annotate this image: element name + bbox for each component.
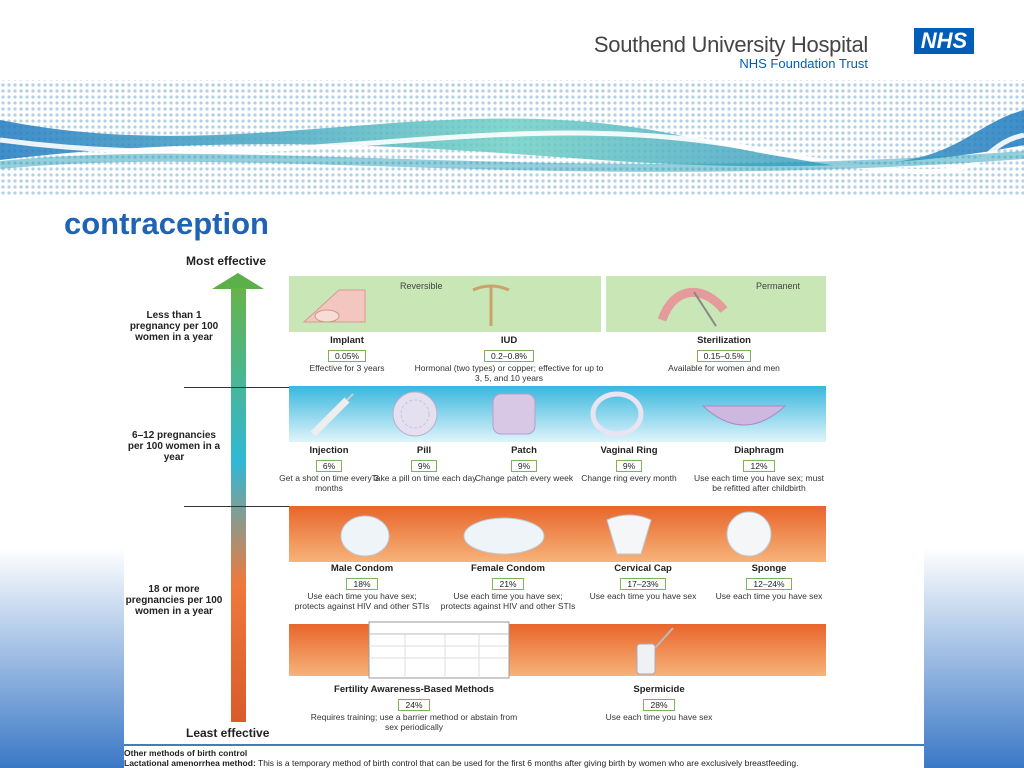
footer-title: Other methods of birth control [124, 748, 248, 758]
wave-banner [0, 80, 1024, 195]
method-sterilization: Sterilization 0.15–0.5% Available for wo… [644, 335, 804, 374]
implant-icon [302, 289, 366, 323]
failure-rate: 17–23% [620, 578, 666, 590]
tier-2-band [289, 386, 826, 442]
method-patch: Patch 9% Change patch every week [469, 445, 579, 484]
arrow-head-icon [212, 273, 264, 289]
pill-pack-icon [392, 391, 438, 437]
footer-lam-label: Lactational amenorrhea method: [124, 758, 256, 768]
method-description: Get a shot on time every 3 months [279, 473, 379, 493]
method-pill: Pill 9% Take a pill on time each day [369, 445, 479, 484]
method-vaginal-ring: Vaginal Ring 9% Change ring every month [574, 445, 684, 484]
method-name: Implant [330, 335, 364, 346]
least-effective-label: Least effective [186, 726, 270, 740]
method-iud: IUD 0.2–0.8% Hormonal (two types) or cop… [414, 335, 604, 383]
failure-rate: 9% [510, 460, 538, 472]
most-effective-label: Most effective [186, 254, 267, 268]
failure-rate: 12–24% [746, 578, 792, 590]
method-cervical-cap: Cervical Cap 17–23% Use each time you ha… [578, 563, 708, 602]
method-injection: Injection 6% Get a shot on time every 3 … [274, 445, 384, 493]
hospital-logo: Southend University Hospital NHS Foundat… [594, 26, 974, 76]
injection-icon [310, 393, 354, 437]
method-description: Use each time you have sex [605, 712, 713, 722]
tier-label-3: 18 or more pregnancies per 100 women in … [125, 584, 223, 617]
method-name: Vaginal Ring [600, 445, 658, 456]
failure-rate: 9% [615, 460, 643, 472]
sterilization-icon [657, 288, 728, 327]
method-name: Male Condom [330, 563, 394, 574]
vaginal-ring-icon [590, 391, 644, 437]
tier-separator [184, 506, 290, 507]
method-description: Hormonal (two types) or copper; effectiv… [414, 363, 604, 383]
failure-rate: 24% [398, 699, 430, 711]
method-description: Use each time you have sex [589, 591, 697, 601]
failure-rate: 9% [410, 460, 438, 472]
nhs-badge: NHS [914, 28, 974, 54]
permanent-band: Permanent [606, 276, 826, 332]
method-name: Patch [511, 445, 537, 456]
method-description: Take a pill on time each day [371, 473, 477, 483]
female-condom-icon [463, 517, 545, 555]
tier-4-band [289, 621, 826, 679]
diaphragm-icon [701, 405, 787, 426]
method-name: Fertility Awareness-Based Methods [334, 684, 494, 695]
method-name: Diaphragm [734, 445, 784, 456]
method-description: Use each time you have sex; must be refi… [694, 473, 824, 493]
method-description: Change ring every month [581, 473, 677, 483]
fertility-calendar-icon [368, 621, 510, 679]
method-female-condom: Female Condom 21% Use each time you have… [438, 563, 578, 611]
method-sponge: Sponge 12–24% Use each time you have sex [704, 563, 834, 602]
failure-rate: 18% [346, 578, 378, 590]
failure-rate: 28% [643, 699, 675, 711]
tier-label-1: Less than 1 pregnancy per 100 women in a… [129, 310, 219, 343]
method-name: Sterilization [697, 335, 751, 346]
method-name: Injection [309, 445, 349, 456]
footer-lam-text: This is a temporary method of birth cont… [258, 758, 799, 768]
method-name: Female Condom [471, 563, 545, 574]
method-description: Change patch every week [474, 473, 574, 483]
method-description: Use each time you have sex; protects aga… [294, 591, 430, 611]
method-description: Available for women and men [668, 363, 780, 373]
footer-lam-line: Lactational amenorrhea method: This is a… [124, 758, 924, 768]
method-name: Pill [416, 445, 432, 456]
hospital-name: Southend University Hospital [593, 32, 868, 57]
contraception-effectiveness-chart: Most effective Least effective Less than… [124, 254, 924, 768]
failure-rate: 21% [492, 578, 524, 590]
failure-rate: 12% [743, 460, 775, 472]
method-name: IUD [500, 335, 518, 346]
method-description: Requires training; use a barrier method … [310, 712, 518, 732]
permanent-label: Permanent [756, 281, 801, 291]
tier-separator [184, 387, 290, 388]
failure-rate: 0.05% [327, 350, 367, 362]
method-diaphragm: Diaphragm 12% Use each time you have sex… [694, 445, 824, 493]
iud-icon [472, 284, 510, 326]
method-name: Sponge [751, 563, 787, 574]
reversible-band: Reversible [289, 276, 601, 332]
cervical-cap-icon [606, 514, 652, 555]
tier-label-2: 6–12 pregnancies per 100 women in a year [127, 430, 221, 463]
sponge-icon [726, 511, 772, 557]
failure-rate: 6% [315, 460, 343, 472]
method-description: Use each time you have sex [715, 591, 823, 601]
trust-name: NHS Foundation Trust [739, 56, 868, 71]
method-description: Effective for 3 years [309, 363, 385, 373]
male-condom-icon [340, 515, 390, 557]
slide-title: contraception [64, 206, 269, 241]
method-fertility-awareness: Fertility Awareness-Based Methods 24% Re… [304, 684, 524, 732]
spermicide-icon [636, 627, 674, 675]
patch-icon [492, 393, 536, 435]
method-name: Cervical Cap [614, 563, 672, 574]
failure-rate: 0.2–0.8% [484, 350, 534, 362]
other-methods-footer: Other methods of birth control Lactation… [124, 744, 924, 768]
method-spermicide: Spermicide 28% Use each time you have se… [579, 684, 739, 723]
method-description: Use each time you have sex; protects aga… [440, 591, 576, 611]
effectiveness-arrow [231, 288, 246, 722]
failure-rate: 0.15–0.5% [696, 350, 752, 362]
method-name: Spermicide [633, 684, 685, 695]
method-implant: Implant 0.05% Effective for 3 years [282, 335, 412, 374]
method-male-condom: Male Condom 18% Use each time you have s… [292, 563, 432, 611]
tier-3-band [289, 506, 826, 562]
reversible-label: Reversible [400, 281, 443, 291]
